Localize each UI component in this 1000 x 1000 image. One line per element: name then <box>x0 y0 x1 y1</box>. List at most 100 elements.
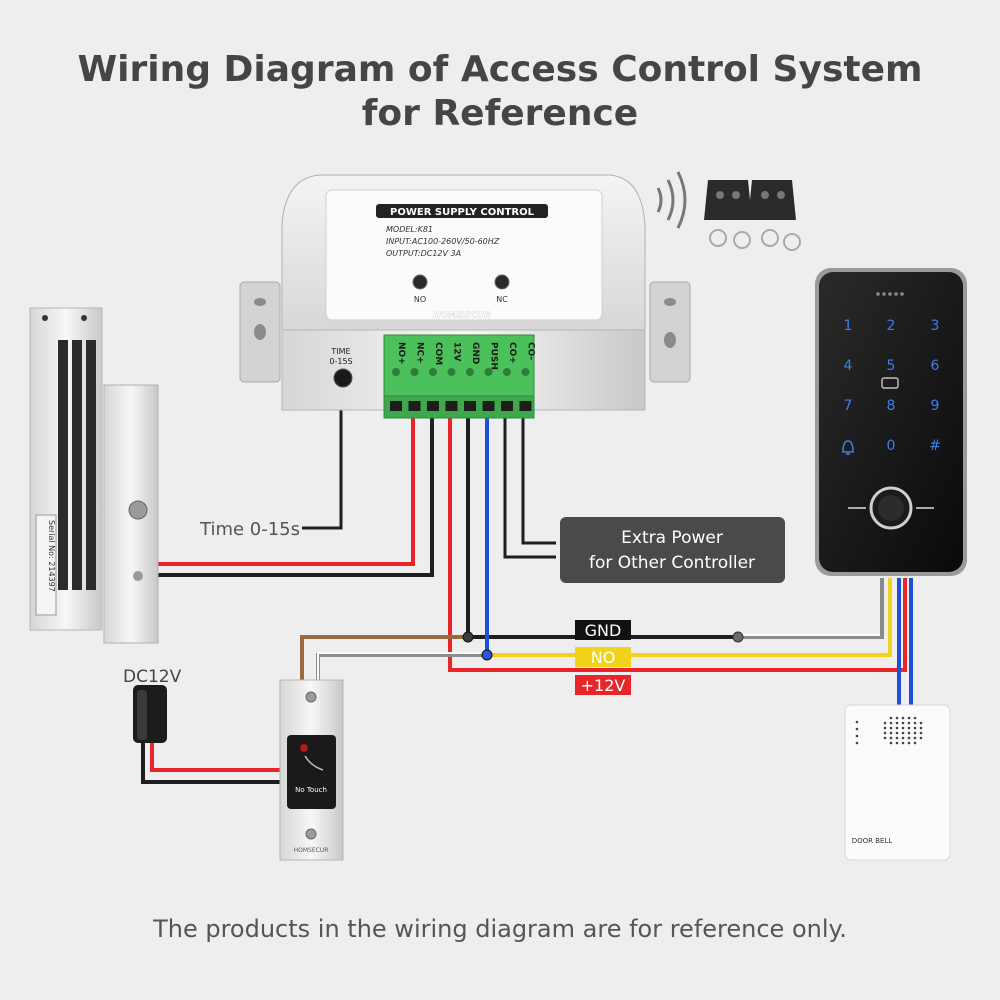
remote-fobs <box>704 180 801 251</box>
grille-hole <box>907 741 911 745</box>
keypad-key[interactable]: 8 <box>887 398 896 414</box>
psu-header: POWER SUPPLY CONTROL <box>390 207 535 218</box>
extra-power-callout: Extra Power for Other Controller <box>560 517 785 583</box>
grille-hole <box>901 736 905 740</box>
grille-hole <box>895 726 899 730</box>
terminal-screw <box>484 368 493 376</box>
wires <box>141 378 913 784</box>
title-line-1: Wiring Diagram of Access Control System <box>77 49 923 90</box>
wire-12v-bus <box>448 410 907 672</box>
door-bell-label: DOOR BELL <box>852 837 893 845</box>
grille-hole <box>889 716 893 720</box>
wire-maglock-black <box>158 410 434 577</box>
wireless-signal-icon <box>656 171 687 229</box>
grille-hole <box>883 726 887 730</box>
wire-dc12v-red <box>150 742 280 772</box>
wire-maglock-red <box>158 410 415 566</box>
wire-gnd-white <box>738 578 884 639</box>
psu-time-label-1: TIME <box>330 347 350 356</box>
keypad-keys: 1 2 3 4 5 6 7 8 9 0 # <box>842 318 941 455</box>
keypad-key[interactable]: 2 <box>887 318 896 334</box>
psu-output: OUTPUT:DC12V 3A <box>386 249 461 258</box>
grille-hole <box>913 736 917 740</box>
terminal-label: CO+ <box>507 342 517 364</box>
terminal-socket <box>390 401 402 411</box>
grille-hole <box>889 721 893 725</box>
extra-power-line-2: for Other Controller <box>589 553 755 573</box>
keypad-key[interactable]: 4 <box>844 358 853 374</box>
wire-exit-brown <box>300 635 468 680</box>
grille-hole <box>919 736 923 740</box>
keypad-key[interactable]: # <box>929 438 941 454</box>
plus12v-tag-text: +12V <box>581 676 626 695</box>
keypad-key[interactable]: 1 <box>844 318 853 334</box>
terminal-label: NC+ <box>415 342 425 364</box>
grille-hole <box>889 741 893 745</box>
wire-no-yellow <box>487 578 892 657</box>
terminal-screw <box>447 368 456 376</box>
keypad-key[interactable]: 9 <box>931 398 940 414</box>
keypad-key[interactable]: 5 <box>887 358 896 374</box>
no-touch-sensor <box>287 735 336 809</box>
junction-gnd-keypad <box>732 631 744 643</box>
no-touch-label: No Touch <box>295 786 327 794</box>
exit-button: No Touch HOMSECUR <box>279 679 344 861</box>
grille-hole <box>895 736 899 740</box>
grille-hole <box>913 721 917 725</box>
keypad-key[interactable]: 6 <box>931 358 940 374</box>
grille-hole <box>901 726 905 730</box>
terminal-label: GND <box>470 342 480 364</box>
power-supply-unit: POWER SUPPLY CONTROL MODEL:K81 INPUT:AC1… <box>239 174 691 419</box>
terminal-socket <box>408 401 421 411</box>
extra-power-line-1: Extra Power <box>621 528 723 548</box>
keypad-key[interactable]: 3 <box>931 318 940 334</box>
grille-hole <box>919 731 923 735</box>
doorbell-body <box>844 704 951 861</box>
grille-hole <box>895 741 899 745</box>
grille-hole <box>855 741 859 745</box>
terminal-screw <box>466 368 474 376</box>
grille-hole <box>889 736 893 740</box>
door-bell: DOOR BELL <box>844 704 951 861</box>
grille-hole <box>919 721 923 725</box>
psu-label-panel <box>325 189 603 321</box>
terminal-screw <box>410 368 419 376</box>
psu-led-nc <box>494 274 510 290</box>
terminal-socket <box>482 401 495 411</box>
terminal-label: NO+ <box>396 342 406 365</box>
terminal-screw <box>521 368 530 376</box>
junction-no <box>481 649 493 661</box>
psu-led-no-label: NO <box>414 295 426 304</box>
wire-time <box>302 378 343 530</box>
terminal-socket <box>501 401 513 411</box>
grille-hole <box>883 721 887 725</box>
terminal-label: CO- <box>526 342 536 360</box>
keypad-key-bell-icon[interactable] <box>842 440 854 455</box>
terminal-screw <box>503 368 511 376</box>
junction-gnd <box>462 631 474 643</box>
keypad-key[interactable]: 7 <box>844 398 853 414</box>
diagram-title: Wiring Diagram of Access Control System … <box>0 48 1000 136</box>
grille-hole <box>907 736 911 740</box>
terminal-socket <box>445 401 458 411</box>
psu-time-label-2: 0-15S <box>329 357 352 366</box>
terminal-label: 12V <box>452 342 462 362</box>
grille-hole <box>895 721 899 725</box>
wire-dc12v-black <box>141 742 280 784</box>
grille-hole <box>889 726 893 730</box>
grille-hole <box>855 734 859 738</box>
psu-input: INPUT:AC100-260V/50-60HZ <box>386 237 500 246</box>
terminal-socket <box>519 401 532 411</box>
grille-hole <box>901 741 905 745</box>
terminal-label: PUSH <box>489 342 499 370</box>
grille-hole <box>883 736 887 740</box>
grille-hole <box>855 720 859 724</box>
keypad-key[interactable]: 0 <box>887 438 896 454</box>
terminal-socket <box>427 401 439 411</box>
gnd-tag-text: GND <box>585 621 622 640</box>
wire-co-minus <box>521 410 556 545</box>
grille-hole <box>901 721 905 725</box>
gnd-tag: GND <box>575 620 631 640</box>
grille-hole <box>907 726 911 730</box>
